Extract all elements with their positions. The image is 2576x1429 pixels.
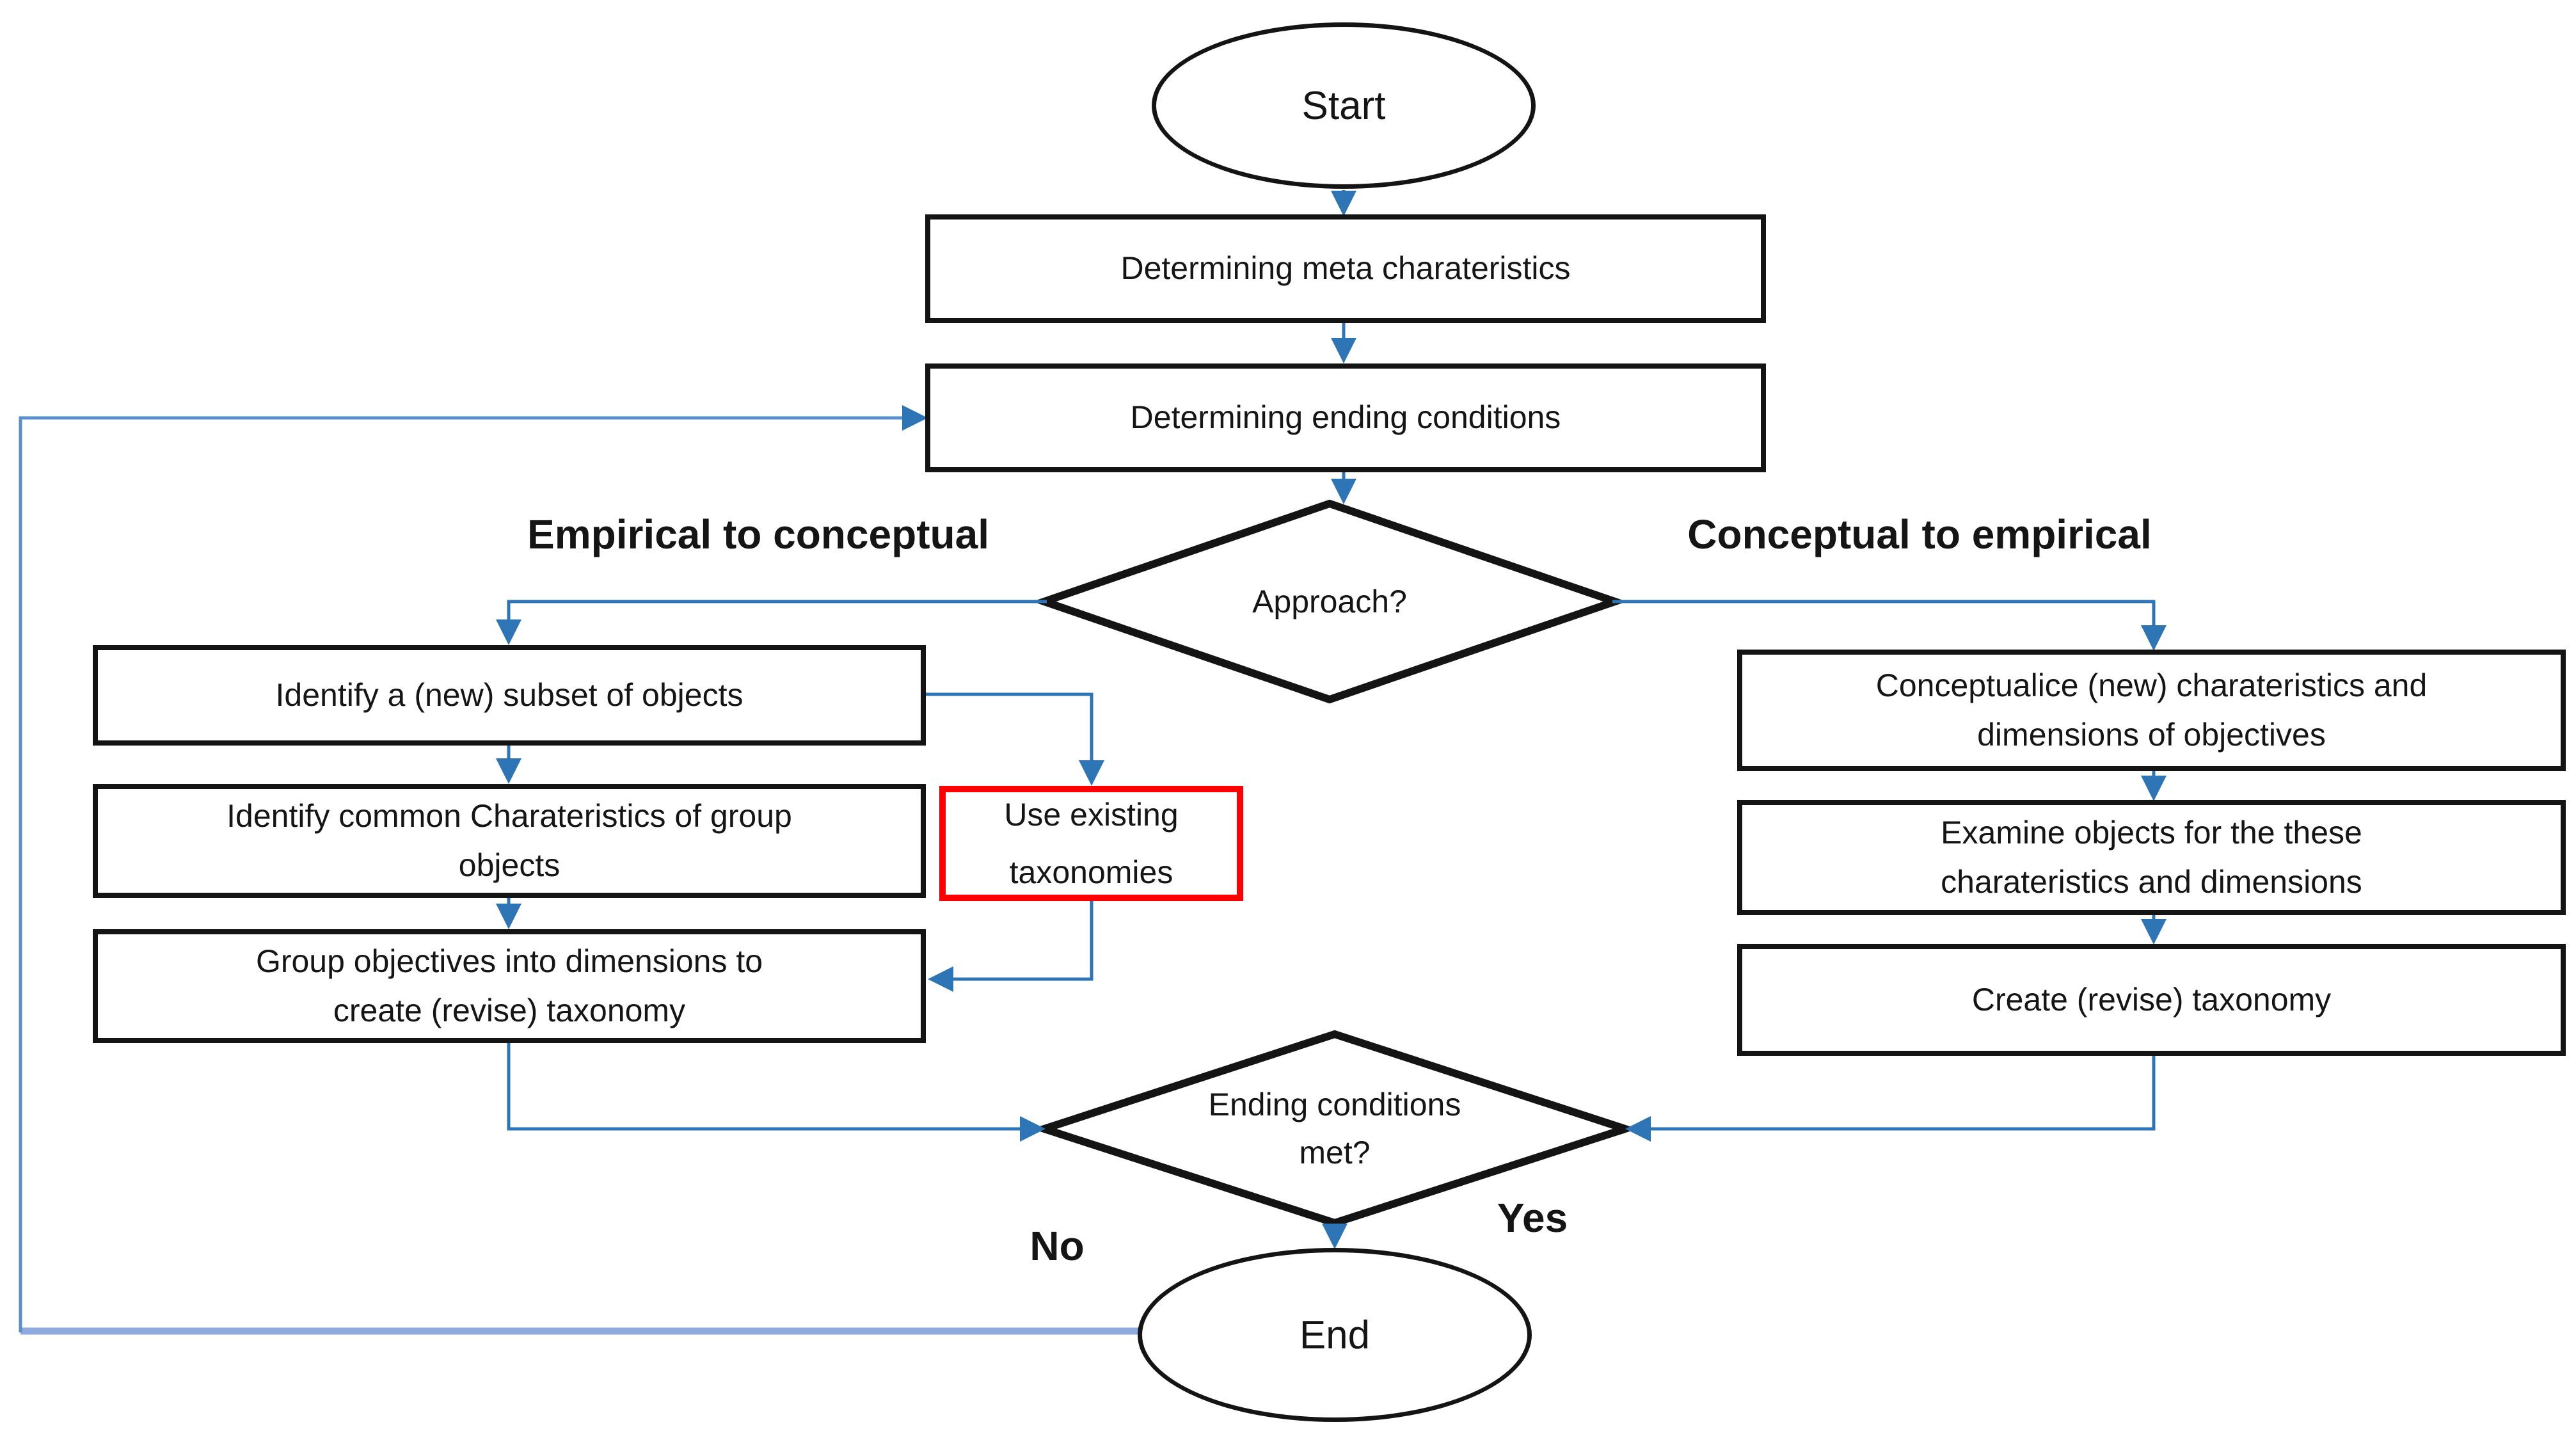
process-label: Create (revise) taxonomy [1971,981,2332,1018]
branch-label-empirical-to-conceptual: Empirical to conceptual [527,511,989,557]
end-terminator: End [1138,1248,1532,1422]
edge-approach-to-identify-subset [496,600,1047,645]
process-label: Conceptualice (new) charateristics and d… [1875,667,2428,753]
process-determining-ending-conditions: Determining ending conditions [925,363,1766,472]
process-label: Examine objects for the these charateris… [1941,814,2362,900]
process-label: Determining meta charateristics [1120,250,1571,287]
edge-label-no: No [1030,1223,1085,1269]
branch-label-conceptual-to-empirical: Conceptual to empirical [1687,511,2152,557]
process-create-revise-taxonomy: Create (revise) taxonomy [1737,944,2566,1056]
end-label: End [1299,1313,1371,1357]
process-conceptualize-characteristics: Conceptualice (new) charateristics and d… [1737,650,2566,771]
approach-decision-label: Approach? [1252,583,1407,619]
edge-approach-to-conceptualize [1612,600,2167,651]
process-determining-meta-characteristics: Determining meta charateristics [925,214,1766,323]
start-label: Start [1301,83,1386,128]
start-terminator: Start [1152,22,1536,189]
ending-conditions-decision-label: Ending conditions met? [1208,1086,1461,1170]
process-label: Identify a (new) subset of objects [275,676,743,713]
process-label: Determining ending conditions [1130,399,1561,436]
edge-group-to-ending-conditions [507,1043,1046,1142]
process-label: Use existing taxonomies [1004,797,1179,890]
process-examine-objects: Examine objects for the these charateris… [1737,800,2566,915]
process-label: Identify common Charateristics of group … [227,797,792,884]
edge-create-to-ending-conditions [1625,1056,2156,1142]
edge-label-yes: Yes [1497,1195,1568,1241]
process-use-existing-taxonomies: Use existing taxonomies [939,786,1243,901]
process-label: Group objectives into dimensions to crea… [255,943,763,1029]
process-group-objectives: Group objectives into dimensions to crea… [93,929,926,1043]
edge-use-existing-to-group [928,901,1093,992]
edge-subset-to-use-existing [926,692,1104,786]
process-identify-subset: Identify a (new) subset of objects [93,645,926,746]
edge-no-feedback-left-top [19,405,928,1332]
process-identify-common-characteristics: Identify common Charateristics of group … [93,784,926,898]
